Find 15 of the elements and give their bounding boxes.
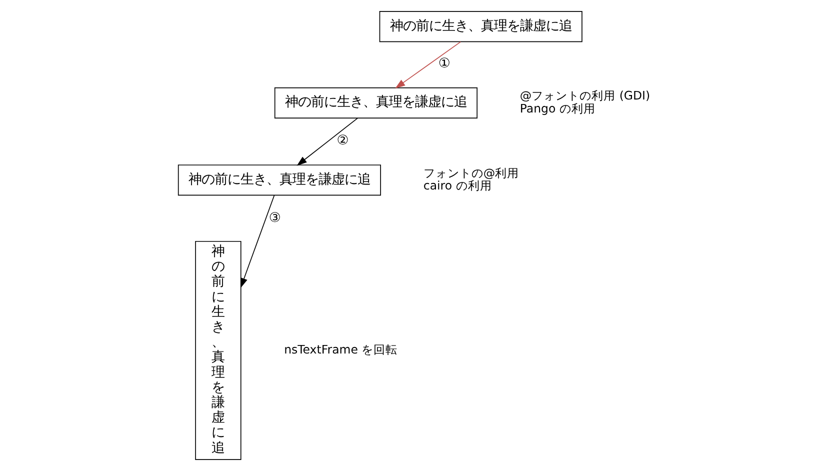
arrow (240, 194, 275, 288)
node-box: 神の前に生き、真理を謙虚に追 (195, 240, 242, 460)
label: Pango の利用 (520, 101, 596, 116)
label: nsTextFrame を回転 (284, 342, 398, 357)
arrow (296, 118, 358, 166)
edge-label: ① (438, 56, 450, 72)
arrow (395, 41, 462, 88)
label: @フォントの利用 (GDI) (520, 88, 650, 103)
edge-label: ② (336, 134, 349, 149)
edge-label: ③ (268, 210, 281, 226)
label: cairo の利用 (423, 178, 492, 193)
label: フォントの@利用 (423, 166, 520, 180)
node-box: 神の前に生き、真理を謙虚に追 (178, 164, 381, 196)
node-box: 神の前に生き、真理を謙虚に追 (379, 11, 582, 42)
node-box: 神の前に生き、真理を謙虚に追 (274, 87, 478, 118)
